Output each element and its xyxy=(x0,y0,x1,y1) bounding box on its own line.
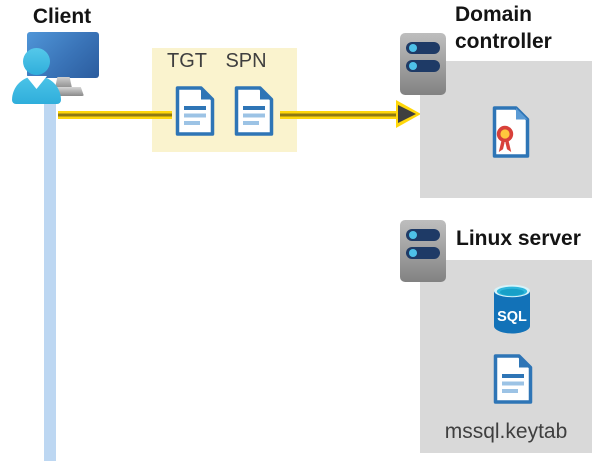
domain-controller-server-icon xyxy=(400,33,446,95)
linux-server-label: Linux server xyxy=(456,227,581,250)
user-head xyxy=(23,48,50,75)
keytab-filename-label: mssql.keytab xyxy=(444,420,568,443)
client-label: Client xyxy=(32,5,92,28)
monitor-stand-base xyxy=(44,87,84,96)
certificate-icon xyxy=(492,106,530,158)
spn-label: SPN xyxy=(225,50,267,72)
kerberos-arrow-left-segment xyxy=(58,111,172,119)
tgt-label: TGT xyxy=(167,50,207,72)
sql-database-icon: SQL xyxy=(494,284,530,334)
tgt-document-icon xyxy=(175,86,215,136)
server-led-dot xyxy=(409,231,417,239)
monitor-stand-neck xyxy=(55,77,72,88)
sql-icon-text: SQL xyxy=(497,309,527,325)
domain-controller-label: Domain controller xyxy=(455,3,552,53)
arrowhead-icon xyxy=(398,105,416,123)
spn-document-icon xyxy=(234,86,274,136)
keytab-document-icon xyxy=(493,354,533,404)
server-led-bar xyxy=(406,42,440,54)
server-led-bar xyxy=(406,60,440,72)
server-led-dot xyxy=(409,44,417,52)
server-led-dot xyxy=(409,249,417,257)
server-led-bar xyxy=(406,247,440,259)
kerberos-arrow-right-segment xyxy=(280,111,400,119)
server-led-bar xyxy=(406,229,440,241)
client-timeline-bar xyxy=(44,95,56,461)
linux-server-icon xyxy=(400,220,446,282)
server-led-dot xyxy=(409,62,417,70)
